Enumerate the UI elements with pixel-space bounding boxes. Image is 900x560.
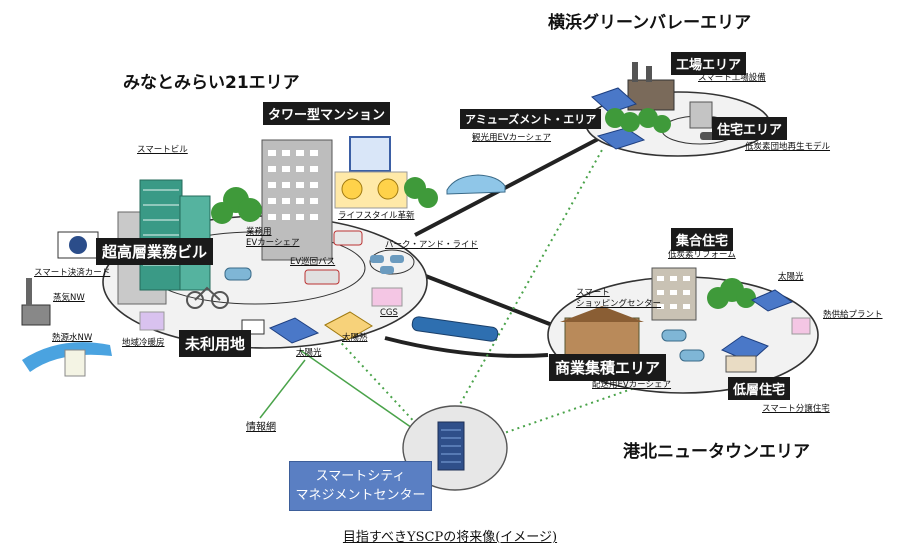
label-smart-payment: スマート決済カード <box>34 268 111 278</box>
label-heat-water-nw: 熱源水NW <box>52 333 93 343</box>
steam-plant-icon <box>21 278 51 326</box>
cgs-icon <box>371 287 403 307</box>
tank-icon <box>64 349 86 377</box>
label-steam-nw: 蒸気NW <box>53 293 85 303</box>
area-title-yokohama-green-valley: 横浜グリーンバレーエリア <box>548 13 752 33</box>
tag-low-rise-housing: 低層住宅 <box>728 377 791 400</box>
label-smart-sale-housing: スマート分譲住宅 <box>762 404 830 414</box>
area-title-minatomirai: みなとみらい21エリア <box>123 73 300 93</box>
heat-plant-icon <box>791 317 811 335</box>
label-info-network: 情報網 <box>246 422 276 433</box>
figure-caption: 目指すべきYSCPの将来像(イメージ) <box>342 530 558 545</box>
label-district-heating: 地域冷暖房 <box>122 338 165 348</box>
car-icon <box>224 267 252 281</box>
ev-car-icon <box>446 174 506 195</box>
person-icon <box>341 178 363 200</box>
district-heating-icon <box>139 311 165 331</box>
solar-panel-icon <box>750 289 794 312</box>
solar-panel-icon <box>596 127 646 150</box>
label-delivery-ev: 配送用EVカーシェア <box>592 380 672 390</box>
lifestyle-screen-icon <box>334 136 408 209</box>
solar-panel-icon <box>591 87 637 114</box>
management-center-box: スマートシティ マネジメントセンター <box>289 461 432 511</box>
tag-high-rise-office: 超高層業務ビル <box>96 238 214 265</box>
factory-icon <box>627 62 675 111</box>
label-low-carbon-reform: 低炭素リフォーム <box>668 250 736 260</box>
tree-icon <box>605 108 671 133</box>
tag-amusement-area: アミューズメント・エリア <box>460 109 602 129</box>
area-title-kohoku: 港北ニュータウンエリア <box>623 442 810 462</box>
tag-factory-area: 工場エリア <box>671 52 747 75</box>
label-business-ev: 業務用 EVカーシェア <box>246 227 300 248</box>
rail-line <box>384 336 549 358</box>
label-solar-right: 太陽光 <box>778 272 804 282</box>
tag-tower-mansion: タワー型マンション <box>263 102 391 125</box>
label-heat-supply-plant: 熱供給プラント <box>823 310 883 320</box>
solar-heat-icon <box>324 311 373 341</box>
tag-unused-land: 未利用地 <box>179 330 252 357</box>
residential-block-icon <box>689 101 713 129</box>
label-smart-building: スマートビル <box>137 145 188 155</box>
smart-payment-emblem-icon <box>57 231 99 259</box>
water-icon <box>22 342 112 372</box>
shopping-center-icon <box>560 306 644 359</box>
label-smart-shopping: スマート ショッピングセンター <box>576 288 662 309</box>
bus-icon <box>304 269 340 285</box>
label-cgs: CGS <box>380 308 398 318</box>
train-icon <box>411 316 499 342</box>
apartment-icon <box>651 267 697 321</box>
solar-panel-icon <box>268 317 320 344</box>
label-smart-factory: スマート工場設備 <box>698 73 766 83</box>
tag-commercial-area: 商業集積エリア <box>549 354 667 381</box>
tag-residential-area: 住宅エリア <box>712 117 788 140</box>
bus-icon <box>333 230 363 246</box>
road-to-green-valley <box>414 136 601 237</box>
person-icon <box>377 178 399 200</box>
tag-apartment: 集合住宅 <box>671 228 734 251</box>
label-park-and-ride: パーク・アンド・ライド <box>385 240 478 250</box>
tree-icon <box>707 278 756 309</box>
tower-mansion-icon <box>261 139 333 261</box>
road-to-kohoku <box>404 266 561 330</box>
label-lifestyle: ライフスタイル革新 <box>338 211 415 221</box>
label-low-carbon-rebuild: 低炭素団地再生モデル <box>745 142 831 152</box>
management-center-line2: マネジメントセンター <box>295 488 426 503</box>
parked-cars-icon <box>370 255 404 274</box>
house-icon <box>720 335 769 373</box>
bicycle-icon <box>186 286 229 309</box>
label-solar-left: 太陽光 <box>296 348 322 358</box>
label-solar-heat: 太陽熱 <box>342 333 368 343</box>
tree-icon <box>211 177 438 224</box>
management-center-line1: スマートシティ <box>315 469 406 484</box>
info-network-lines <box>259 349 416 431</box>
label-ev-bus: EV巡回バス <box>290 257 336 267</box>
label-sightseeing-ev: 観光用EVカーシェア <box>472 133 552 143</box>
